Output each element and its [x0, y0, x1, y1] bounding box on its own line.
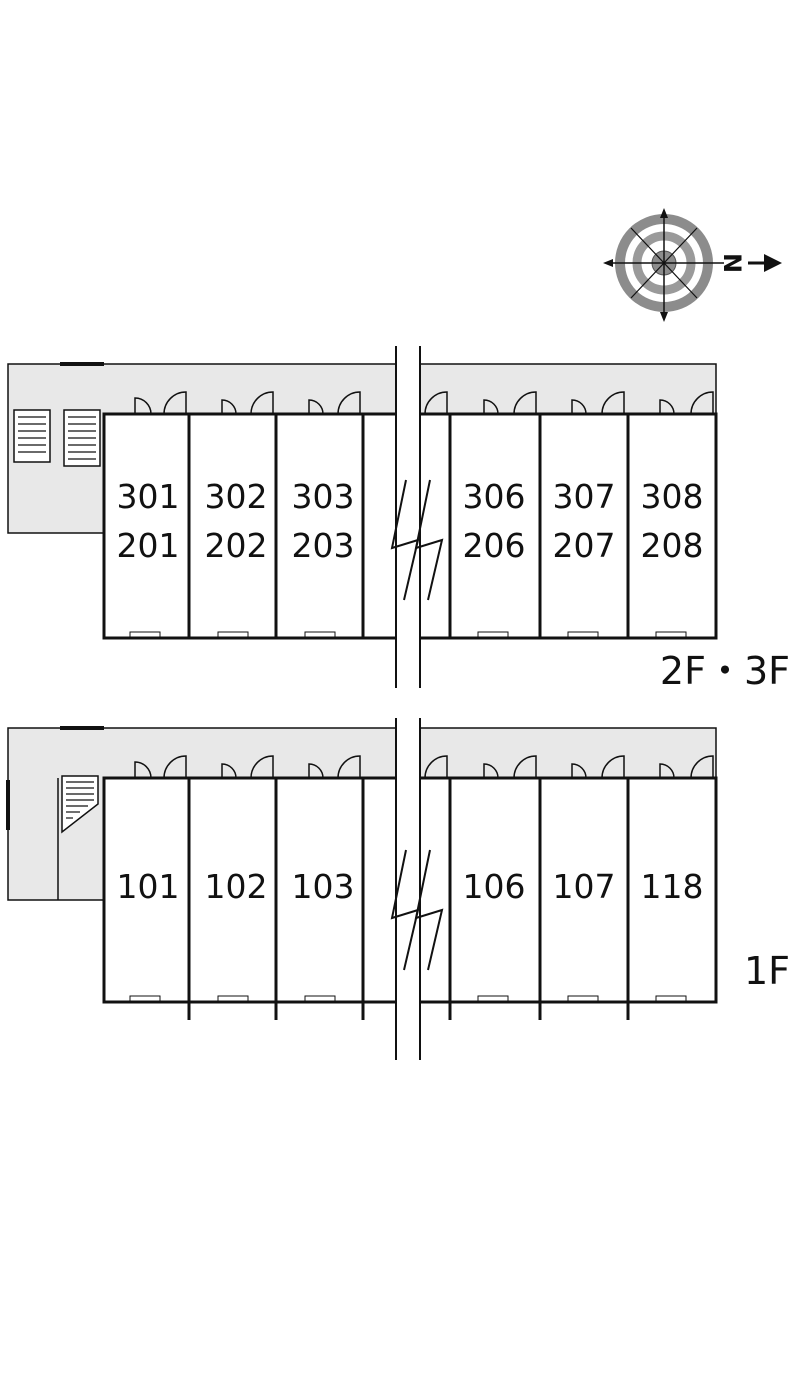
floor-label: 2F・3F: [660, 649, 790, 693]
unit-number: 306: [463, 477, 526, 516]
unit-number: 301: [117, 477, 180, 516]
north-arrow-icon: [764, 254, 782, 272]
unit-number: 302: [205, 477, 268, 516]
unit-number: 103: [292, 867, 355, 906]
compass-north-label: N: [718, 253, 746, 273]
floor-label: 1F: [744, 949, 790, 993]
stairs-icon: [13, 409, 101, 467]
stairs-icon: [61, 775, 99, 834]
compass-rose-icon: N: [603, 208, 782, 322]
unit-number: 308: [641, 477, 704, 516]
unit-number: 303: [292, 477, 355, 516]
unit-number: 307: [553, 477, 616, 516]
unit-number: 201: [117, 526, 180, 565]
upper-floor-block: 301 201 302 202 303 203 306 206 307 207 …: [7, 346, 790, 693]
unit-number: 208: [641, 526, 704, 565]
unit-number: 107: [553, 867, 616, 906]
door-icons: [134, 755, 714, 779]
unit-number: 101: [117, 867, 180, 906]
unit-number: 206: [463, 526, 526, 565]
lower-floor-block: 101 102 103 106 107 118 1F: [6, 718, 790, 1060]
unit-number: 118: [641, 867, 704, 906]
unit-number: 203: [292, 526, 355, 565]
unit-number: 102: [205, 867, 268, 906]
door-icons: [134, 391, 714, 415]
unit-number: 202: [205, 526, 268, 565]
unit-number: 106: [463, 867, 526, 906]
unit-number: 207: [553, 526, 616, 565]
